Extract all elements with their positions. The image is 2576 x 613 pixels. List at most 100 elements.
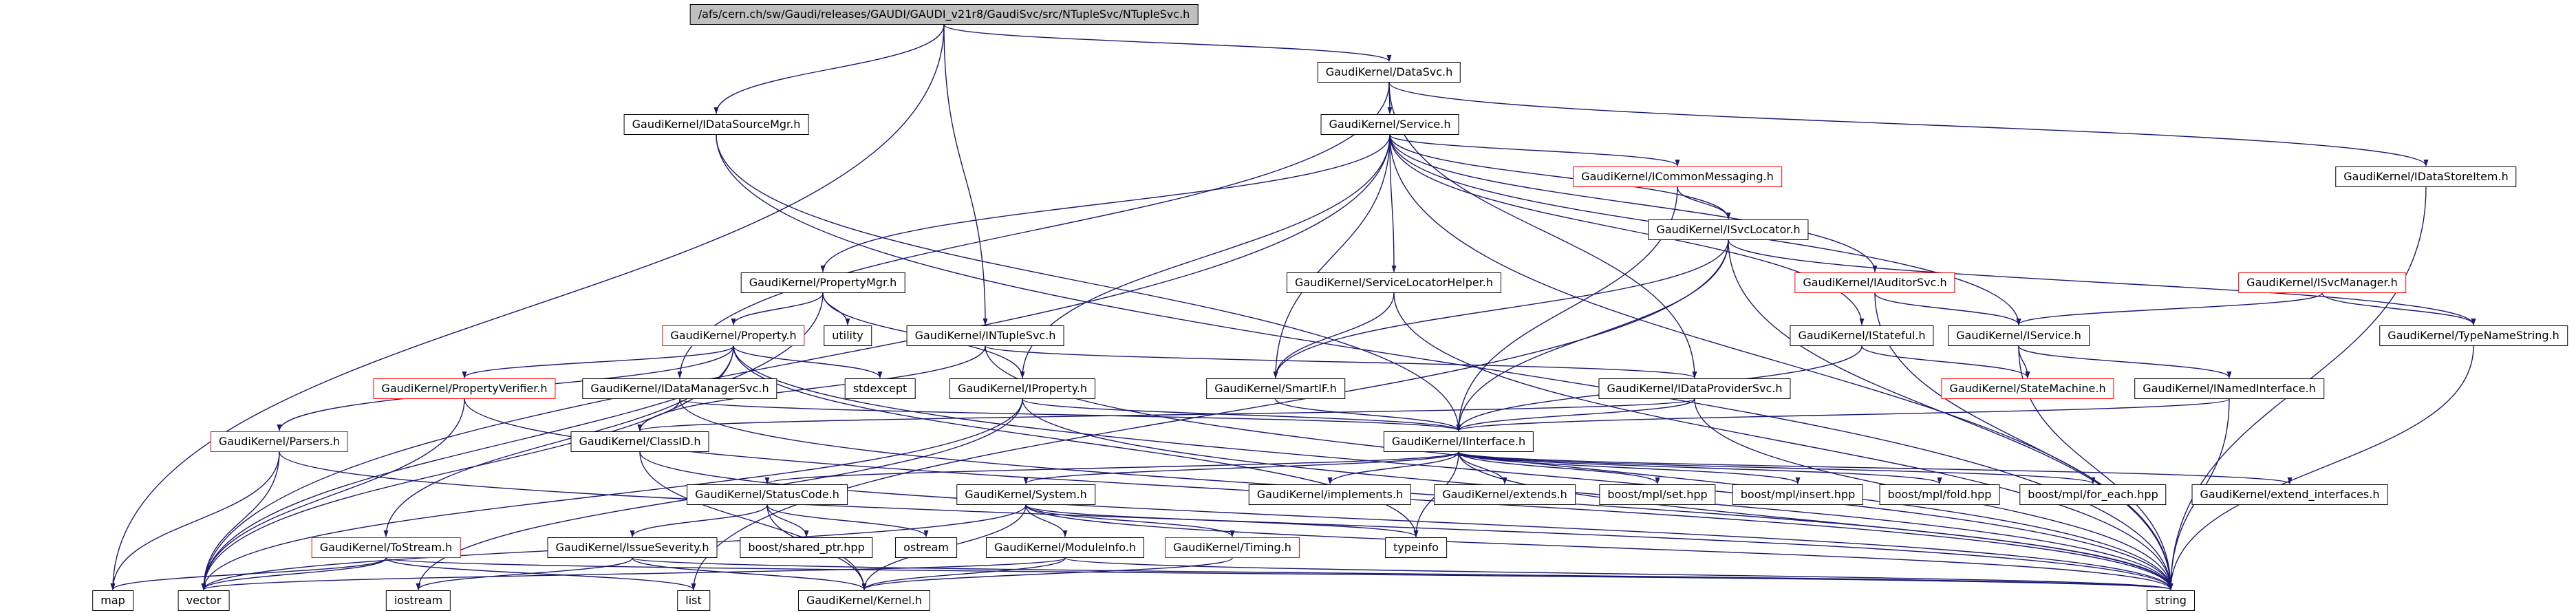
- graph-edge-tostream--map: [110, 557, 387, 590]
- graph-node-root: /afs/cern.ch/sw/Gaudi/releases/GAUDI/GAU…: [689, 4, 1199, 25]
- graph-node-mpl_foreach[interactable]: boost/mpl/for_each.hpp: [2019, 484, 2167, 505]
- graph-node-moduleinfo[interactable]: GaudiKernel/ModuleInfo.h: [985, 537, 1145, 558]
- graph-edge-datasvc--idatamanagersvc: [677, 82, 1390, 378]
- graph-node-issueseverity[interactable]: GaudiKernel/IssueSeverity.h: [547, 537, 718, 558]
- graph-node-iauditorsvc[interactable]: GaudiKernel/IAuditorSvc.h: [1794, 272, 1955, 293]
- graph-node-datasvc[interactable]: GaudiKernel/DataSvc.h: [1317, 62, 1461, 83]
- graph-node-idatasourcemgr[interactable]: GaudiKernel/IDataSourceMgr.h: [623, 114, 809, 135]
- graph-edge-iinterface--extend_interfaces: [1458, 451, 2293, 484]
- graph-node-intuplesvc[interactable]: GaudiKernel/INTupleSvc.h: [906, 325, 1064, 346]
- graph-edge-service--iauditorsvc: [1389, 134, 1878, 272]
- graph-edge-propertyverifier--vector: [201, 398, 465, 590]
- graph-edge-propertymgr--utility: [822, 292, 850, 325]
- graph-node-parsers[interactable]: GaudiKernel/Parsers.h: [210, 431, 349, 452]
- graph-node-mpl_set[interactable]: boost/mpl/set.hpp: [1599, 484, 1716, 505]
- graph-edge-datasvc--idatastoreitem: [1388, 82, 2429, 166]
- graph-edge-iinterface--system: [1023, 451, 1459, 484]
- graph-edge-icommonmessaging--isvclocator: [1677, 186, 1731, 219]
- graph-edge-parsers--vector: [201, 451, 280, 590]
- graph-edge-iinterface--implements: [1327, 451, 1459, 484]
- graph-edge-property--stdexcept: [733, 345, 883, 378]
- graph-node-typenamestring[interactable]: GaudiKernel/TypeNameString.h: [2379, 325, 2568, 346]
- graph-node-idatastoreitem[interactable]: GaudiKernel/IDataStoreItem.h: [2335, 166, 2517, 187]
- graph-node-isvcmanager[interactable]: GaudiKernel/ISvcManager.h: [2238, 272, 2406, 293]
- graph-node-statuscode[interactable]: GaudiKernel/StatusCode.h: [687, 484, 848, 505]
- graph-edge-classid--kernel: [639, 451, 867, 590]
- graph-node-list[interactable]: list: [677, 590, 710, 611]
- graph-node-smartif[interactable]: GaudiKernel/SmartIF.h: [1206, 378, 1345, 399]
- graph-edge-issueseverity--kernel: [632, 557, 867, 590]
- graph-edge-system--moduleinfo: [1025, 504, 1068, 537]
- graph-edge-isvclocator--string: [1728, 239, 2174, 590]
- graph-node-tostream[interactable]: GaudiKernel/ToStream.h: [311, 537, 461, 558]
- graph-edge-tostream--vector: [201, 557, 387, 590]
- graph-node-timing[interactable]: GaudiKernel/Timing.h: [1165, 537, 1300, 558]
- graph-node-mpl_insert[interactable]: boost/mpl/insert.hpp: [1732, 484, 1864, 505]
- graph-node-classid[interactable]: GaudiKernel/ClassID.h: [570, 431, 709, 452]
- graph-edge-propertymgr--property: [731, 292, 824, 325]
- graph-node-string[interactable]: string: [2147, 590, 2195, 611]
- graph-edge-servicelocatorhelper--smartif: [1273, 292, 1395, 378]
- graph-edge-moduleinfo--string: [1064, 557, 2173, 590]
- graph-node-kernel[interactable]: GaudiKernel/Kernel.h: [797, 590, 931, 611]
- graph-edge-iinterface--mpl_insert: [1458, 451, 1801, 484]
- graph-edge-parsers--map: [110, 451, 280, 590]
- graph-node-system[interactable]: GaudiKernel/System.h: [956, 484, 1095, 505]
- graph-node-isvclocator[interactable]: GaudiKernel/ISvcLocator.h: [1648, 219, 1809, 240]
- graph-edge-moduleinfo--kernel: [861, 557, 1066, 590]
- graph-node-icommonmessaging[interactable]: GaudiKernel/ICommonMessaging.h: [1573, 166, 1782, 187]
- graph-node-propertyverifier[interactable]: GaudiKernel/PropertyVerifier.h: [373, 378, 556, 399]
- graph-edge-root--datasvc: [943, 24, 1392, 62]
- graph-node-iinterface[interactable]: GaudiKernel/IInterface.h: [1383, 431, 1534, 452]
- graph-edge-isvclocator--list: [691, 239, 1729, 590]
- graph-node-service[interactable]: GaudiKernel/Service.h: [1320, 114, 1459, 135]
- graph-edge-moduleinfo--vector: [201, 557, 1066, 590]
- graph-node-idataprovidersvc[interactable]: GaudiKernel/IDataProviderSvc.h: [1598, 378, 1791, 399]
- graph-edge-idatasourcemgr--iinterface: [716, 134, 1461, 431]
- graph-edge-isvcmanager--iservice: [2016, 292, 2323, 325]
- graph-node-iproperty[interactable]: GaudiKernel/IProperty.h: [949, 378, 1095, 399]
- graph-node-idatamanagersvc[interactable]: GaudiKernel/IDataManagerSvc.h: [582, 378, 777, 399]
- graph-edge-idataprovidersvc--iinterface: [1456, 398, 1695, 431]
- graph-node-extends[interactable]: GaudiKernel/extends.h: [1434, 484, 1576, 505]
- graph-edge-statuscode--shared_ptr: [766, 504, 809, 537]
- graph-node-utility[interactable]: utility: [824, 325, 872, 346]
- graph-node-property[interactable]: GaudiKernel/Property.h: [662, 325, 805, 346]
- graph-edge-statuscode--ostream: [766, 504, 929, 537]
- graph-edge-tostream--list: [385, 557, 696, 590]
- graph-node-iostream[interactable]: iostream: [385, 590, 451, 611]
- graph-node-typeinfo[interactable]: typeinfo: [1385, 537, 1447, 558]
- graph-node-inamedinterface[interactable]: GaudiKernel/INamedInterface.h: [2134, 378, 2324, 399]
- graph-node-shared_ptr[interactable]: boost/shared_ptr.hpp: [740, 537, 873, 558]
- graph-node-statemachine[interactable]: GaudiKernel/StateMachine.h: [1941, 378, 2114, 399]
- graph-edge-issueseverity--iostream: [416, 557, 633, 590]
- graph-edge-idatamanagersvc--iinterface: [679, 398, 1461, 431]
- graph-edge-intuplesvc--idataprovidersvc: [985, 345, 1697, 378]
- graph-edge-datasvc--idataprovidersvc: [1388, 82, 1697, 378]
- graph-edge-iproperty--vector: [201, 398, 1023, 590]
- graph-edge-iinterface--mpl_foreach: [1458, 451, 2096, 484]
- graph-node-mpl_fold[interactable]: boost/mpl/fold.hpp: [1879, 484, 2000, 505]
- graph-node-stdexcept[interactable]: stdexcept: [844, 378, 916, 399]
- graph-node-implements[interactable]: GaudiKernel/implements.h: [1248, 484, 1412, 505]
- graph-edge-property--propertyverifier: [462, 345, 734, 378]
- graph-edge-idataprovidersvc--classid: [638, 398, 1695, 431]
- graph-edge-issueseverity--string: [632, 557, 2173, 590]
- graph-edge-iauditorsvc--string: [1874, 292, 2174, 590]
- graph-edge-isvcmanager--typenamestring: [2321, 292, 2476, 325]
- graph-edge-statuscode--issueseverity: [630, 504, 768, 537]
- graph-edge-root--idatasourcemgr: [713, 24, 945, 114]
- graph-node-propertymgr[interactable]: GaudiKernel/PropertyMgr.h: [740, 272, 905, 293]
- graph-edge-propertymgr--vector: [201, 292, 824, 590]
- graph-node-map[interactable]: map: [92, 590, 133, 611]
- graph-edge-iinterface--mpl_set: [1458, 451, 1660, 484]
- graph-node-servicelocatorhelper[interactable]: GaudiKernel/ServiceLocatorHelper.h: [1286, 272, 1502, 293]
- graph-node-extend_interfaces[interactable]: GaudiKernel/extend_interfaces.h: [2191, 484, 2388, 505]
- graph-node-iservice[interactable]: GaudiKernel/IService.h: [1948, 325, 2090, 346]
- graph-node-ostream[interactable]: ostream: [895, 537, 957, 558]
- graph-edge-typenamestring--string: [2168, 345, 2474, 590]
- graph-node-istateful[interactable]: GaudiKernel/IStateful.h: [1790, 325, 1934, 346]
- graph-node-vector[interactable]: vector: [178, 590, 230, 611]
